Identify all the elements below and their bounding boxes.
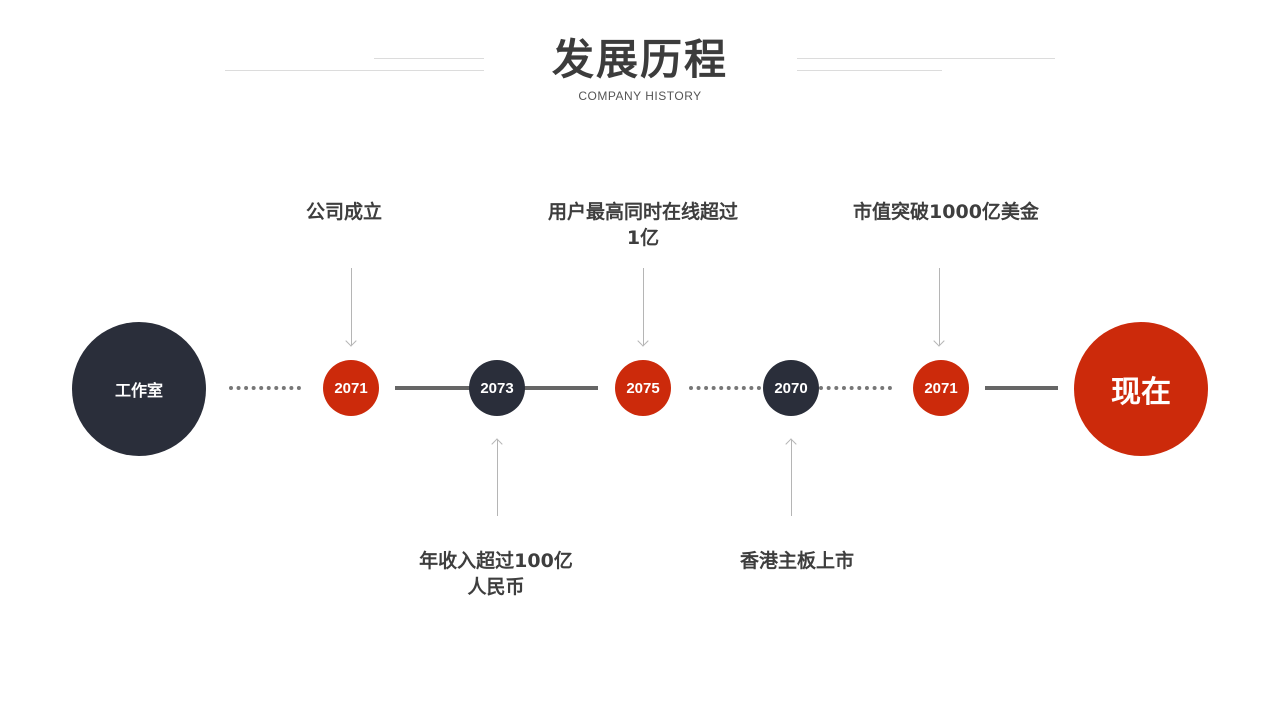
- timeline-connector-dotted-1: [229, 386, 301, 390]
- page-subtitle: COMPANY HISTORY: [578, 89, 702, 103]
- timeline-node-1: 2071: [323, 360, 379, 416]
- timeline-node-2: 2073: [469, 360, 525, 416]
- arrow-down-icon: [939, 268, 940, 345]
- event-label-3: 用户最高同时在线超过1亿: [547, 201, 738, 249]
- timeline-node-3: 2075: [615, 360, 671, 416]
- timeline-start-circle: 工作室: [72, 322, 206, 456]
- arrow-down-icon: [351, 268, 352, 345]
- arrow-up-icon: [497, 440, 498, 516]
- event-label-5: 市值突破1000亿美金: [853, 201, 1039, 223]
- event-label-1: 公司成立: [305, 201, 382, 223]
- event-label-2: 年收入超过100亿人民币: [419, 550, 573, 598]
- timeline-node-year: 2071: [334, 379, 368, 397]
- timeline-connector-dotted-3: [819, 386, 892, 390]
- timeline-node-year: 2070: [774, 379, 808, 397]
- timeline-end-label: 现在: [1111, 375, 1171, 410]
- timeline-connector-solid-2: [985, 386, 1058, 390]
- timeline-node-year: 2071: [924, 379, 958, 397]
- page-title: 发展历程: [551, 35, 728, 84]
- timeline-node-year: 2073: [480, 379, 514, 397]
- timeline-end-circle: 现在: [1074, 322, 1208, 456]
- title-divider-left-lower: [225, 70, 484, 71]
- title-divider-right-lower: [797, 70, 942, 71]
- arrow-up-icon: [791, 440, 792, 516]
- timeline-node-5: 2071: [913, 360, 969, 416]
- arrow-down-icon: [643, 268, 644, 345]
- title-divider-left-upper: [374, 58, 484, 59]
- event-label-4: 香港主板上市: [739, 550, 854, 572]
- title-divider-right-upper: [797, 58, 1055, 59]
- timeline-start-label: 工作室: [114, 381, 163, 400]
- timeline-node-4: 2070: [763, 360, 819, 416]
- timeline-node-year: 2075: [626, 379, 660, 397]
- timeline-connector-dotted-2: [689, 386, 761, 390]
